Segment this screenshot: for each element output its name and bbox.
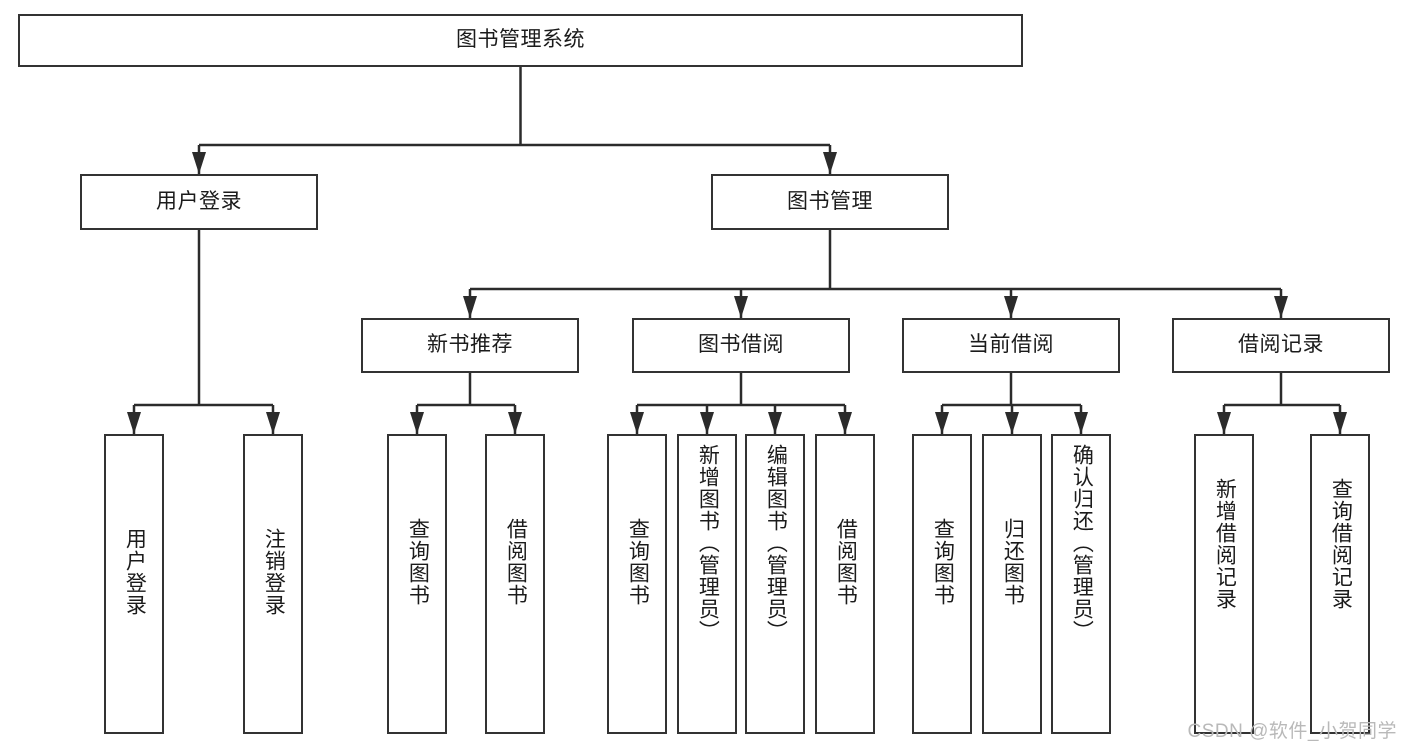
node-leaf-11[interactable]: 确认归还（管理员） bbox=[1051, 434, 1111, 734]
arrowhead-icon bbox=[1005, 412, 1019, 434]
node-leaf-4[interactable]: 借阅图书 bbox=[485, 434, 545, 734]
arrowhead-icon bbox=[1333, 412, 1347, 434]
node-label: 图书借阅 bbox=[698, 333, 784, 357]
node-leaf-3[interactable]: 查询图书 bbox=[387, 434, 447, 734]
node-bookmgmt[interactable]: 图书管理 bbox=[711, 174, 949, 230]
node-root[interactable]: 图书管理系统 bbox=[18, 14, 1023, 67]
arrowhead-icon bbox=[1217, 412, 1231, 434]
arrowhead-icon bbox=[192, 152, 206, 174]
node-label: 借阅图书 bbox=[504, 518, 528, 606]
arrowhead-icon bbox=[768, 412, 782, 434]
node-label: 用户登录 bbox=[123, 528, 147, 616]
node-leaf-10[interactable]: 归还图书 bbox=[982, 434, 1042, 734]
node-label: 新书推荐 bbox=[427, 333, 513, 357]
arrowhead-icon bbox=[266, 412, 280, 434]
arrowhead-icon bbox=[410, 412, 424, 434]
arrowhead-icon bbox=[1004, 296, 1018, 318]
node-leaf-9[interactable]: 查询图书 bbox=[912, 434, 972, 734]
node-label: 用户登录 bbox=[156, 189, 242, 213]
arrowhead-icon bbox=[1274, 296, 1288, 318]
node-label: 图书管理系统 bbox=[456, 28, 585, 52]
node-label: 新增借阅记录 bbox=[1213, 478, 1237, 610]
arrowhead-icon bbox=[508, 412, 522, 434]
node-label: 借阅图书 bbox=[834, 518, 858, 606]
node-label: 查询图书 bbox=[406, 518, 430, 606]
node-leaf-5[interactable]: 查询图书 bbox=[607, 434, 667, 734]
node-leaf-7[interactable]: 编辑图书（管理员） bbox=[745, 434, 805, 734]
arrowhead-icon bbox=[823, 152, 837, 174]
node-leaf-1[interactable]: 用户登录 bbox=[104, 434, 164, 734]
node-borrow[interactable]: 图书借阅 bbox=[632, 318, 850, 373]
arrowhead-icon bbox=[630, 412, 644, 434]
node-label: 查询借阅记录 bbox=[1329, 478, 1353, 610]
node-current[interactable]: 当前借阅 bbox=[902, 318, 1120, 373]
node-label: 借阅记录 bbox=[1238, 333, 1324, 357]
arrowhead-icon bbox=[127, 412, 141, 434]
node-label: 当前借阅 bbox=[968, 333, 1054, 357]
node-label: 查询图书 bbox=[931, 518, 955, 606]
arrowhead-icon bbox=[1074, 412, 1088, 434]
arrowhead-icon bbox=[838, 412, 852, 434]
node-login[interactable]: 用户登录 bbox=[80, 174, 318, 230]
arrowhead-icon bbox=[463, 296, 477, 318]
node-records[interactable]: 借阅记录 bbox=[1172, 318, 1390, 373]
node-label: 注销登录 bbox=[262, 528, 286, 616]
node-label: 图书管理 bbox=[787, 189, 873, 213]
node-label: 归还图书 bbox=[1001, 518, 1025, 606]
arrowhead-icon bbox=[935, 412, 949, 434]
node-leaf-13[interactable]: 查询借阅记录 bbox=[1310, 434, 1370, 734]
arrowhead-icon bbox=[734, 296, 748, 318]
node-label: 确认归还（管理员） bbox=[1070, 444, 1094, 642]
node-leaf-2[interactable]: 注销登录 bbox=[243, 434, 303, 734]
watermark-text: CSDN @软件_小贺同学 bbox=[1187, 721, 1397, 742]
node-leaf-6[interactable]: 新增图书（管理员） bbox=[677, 434, 737, 734]
node-leaf-12[interactable]: 新增借阅记录 bbox=[1194, 434, 1254, 734]
arrowhead-icon bbox=[700, 412, 714, 434]
node-leaf-8[interactable]: 借阅图书 bbox=[815, 434, 875, 734]
node-label: 编辑图书（管理员） bbox=[764, 444, 788, 642]
node-label: 新增图书（管理员） bbox=[696, 444, 720, 642]
node-label: 查询图书 bbox=[626, 518, 650, 606]
node-newbook[interactable]: 新书推荐 bbox=[361, 318, 579, 373]
